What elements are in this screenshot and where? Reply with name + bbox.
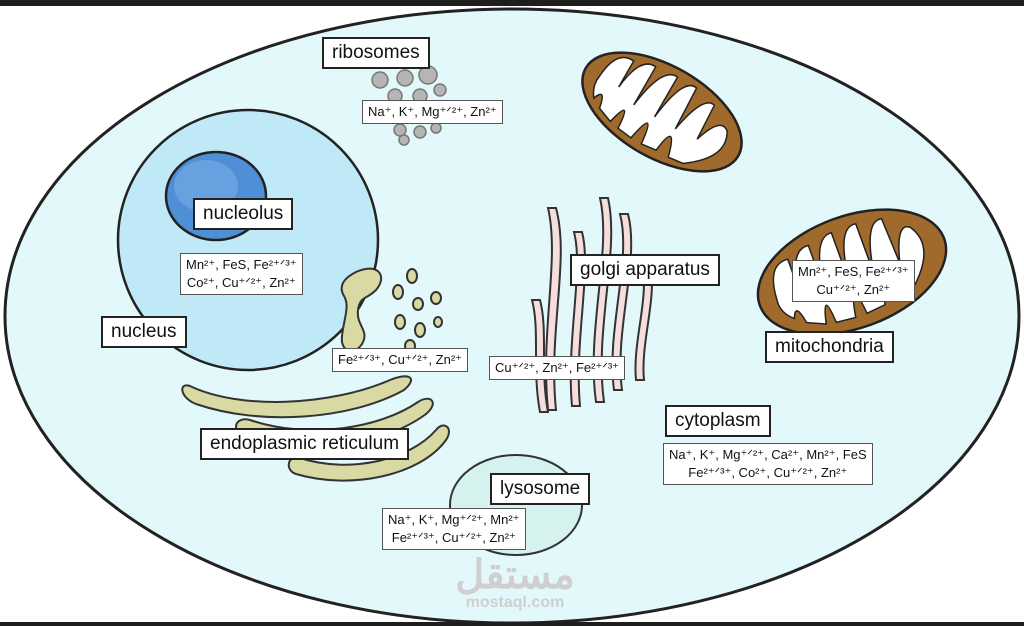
bottom-border [0, 622, 1024, 626]
er-ions: Fe²⁺ᐟ³⁺, Cu⁺ᐟ²⁺, Zn²⁺ [332, 348, 469, 372]
golgi-ions: Cu⁺ᐟ²⁺, Zn²⁺, Fe²⁺ᐟ³⁺ [489, 356, 626, 380]
nucleus-ions: Mn²⁺, FeS, Fe²⁺ᐟ³⁺ Co²⁺, Cu⁺ᐟ²⁺, Zn²⁺ [180, 253, 303, 295]
lysosome-ions: Na⁺, K⁺, Mg⁺ᐟ²⁺, Mn²⁺ Fe²⁺ᐟ³⁺, Cu⁺ᐟ²⁺, Z… [382, 508, 526, 550]
nucleus-label: nucleus [101, 316, 187, 348]
lysosome-label: lysosome [490, 473, 591, 505]
watermark: مستقل mostaql.com [450, 553, 580, 612]
top-border [0, 0, 1024, 6]
er-label: endoplasmic reticulum [200, 428, 410, 460]
ribosomes-label: ribosomes [322, 37, 430, 69]
golgi-label: golgi apparatus [570, 254, 720, 286]
cytoplasm-label: cytoplasm [665, 405, 771, 437]
ribosomes-ions: Na⁺, K⁺, Mg⁺ᐟ²⁺, Zn²⁺ [362, 100, 503, 124]
watermark-latin: mostaql.com [465, 594, 565, 611]
mitochondrion-top-shape [581, 51, 743, 173]
nucleolus-label: nucleolus [193, 198, 294, 230]
mitochondria-ions: Mn²⁺, FeS, Fe²⁺ᐟ³⁺ Cu⁺ᐟ²⁺, Zn²⁺ [792, 260, 915, 302]
watermark-arabic: مستقل [455, 553, 575, 597]
mitochondria-label: mitochondria [765, 331, 894, 363]
cytoplasm-ions: Na⁺, K⁺, Mg⁺ᐟ²⁺, Ca²⁺, Mn²⁺, FeS Fe²⁺ᐟ³⁺… [663, 443, 873, 485]
